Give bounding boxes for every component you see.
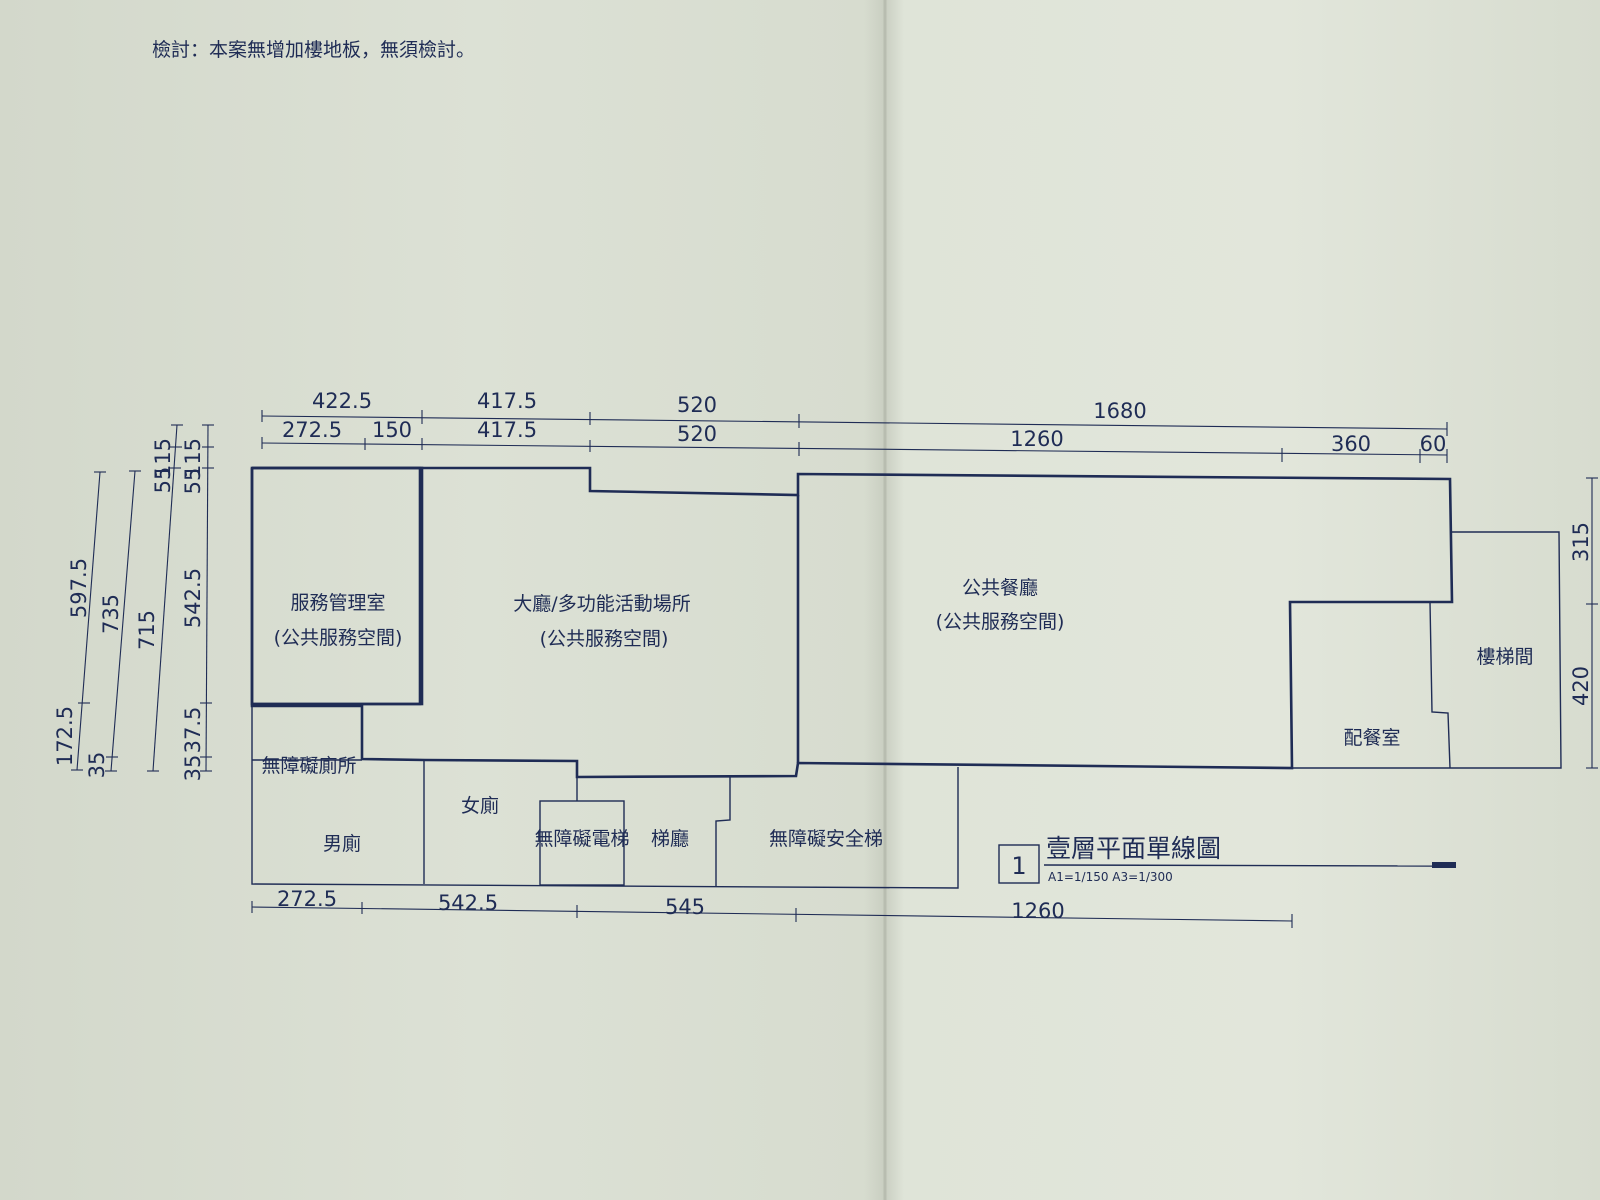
label-accessible-toilet: 無障礙廁所 — [261, 754, 356, 777]
drawing-number: 1 — [1011, 852, 1026, 880]
elevator-shaft — [539, 800, 625, 886]
label-mens-toilet: 男廁 — [323, 832, 361, 855]
dim-bottom-1: 272.5 — [277, 887, 337, 911]
label-accessible-safe-stair: 無障礙安全梯 — [769, 828, 883, 850]
dim-inner-1: 272.5 — [282, 418, 342, 442]
stairs-pantry-outline — [1292, 531, 1562, 769]
dim-left-9: 37.5 — [181, 707, 205, 754]
dim-left-10: 115 — [181, 438, 205, 478]
dim-top-1: 422.5 — [312, 389, 372, 413]
dim-bottom-2: 542.5 — [438, 891, 498, 915]
review-note: 檢討：本案無增加樓地板，無須檢討。 — [152, 39, 475, 61]
label-elevator-hall: 梯廳 — [651, 828, 689, 850]
dim-left-12: 35 — [181, 755, 205, 782]
label-public-space-1: (公共服務空間) — [274, 627, 403, 649]
label-accessible-elevator: 無障礙電梯 — [534, 828, 629, 850]
dim-right-2: 420 — [1569, 666, 1593, 706]
title-bar-end — [1432, 862, 1456, 868]
right-dimensions: 315 420 — [1569, 477, 1598, 769]
label-public-space-3: (公共服務空間) — [936, 611, 1065, 633]
drawing-scale: A1=1/150 A3=1/300 — [1048, 870, 1173, 884]
dim-inner-2: 150 — [372, 418, 412, 442]
dim-top-3: 520 — [677, 393, 717, 417]
dim-bottom-3: 545 — [665, 895, 705, 919]
dim-left-8: 542.5 — [181, 568, 205, 628]
bottom-dimensions: 272.5 542.5 545 1260 — [251, 887, 1293, 928]
dim-inner-7: 60 — [1420, 432, 1447, 456]
label-pantry: 配餐室 — [1343, 727, 1400, 749]
dim-inner-4: 520 — [677, 422, 717, 446]
label-lobby: 大廳/多功能活動場所 — [513, 593, 690, 615]
dim-left-3: 735 — [99, 594, 123, 634]
dim-top-2: 417.5 — [477, 389, 537, 413]
drawing-title: 壹層平面單線圖 — [1046, 834, 1221, 863]
service-office-outline — [250, 466, 424, 706]
dim-inner-5: 1260 — [1010, 427, 1063, 451]
dim-left-6: 115 — [151, 438, 175, 478]
label-womens-toilet: 女廁 — [461, 794, 499, 817]
dim-left-1: 597.5 — [67, 558, 91, 618]
label-public-space-2: (公共服務空間) — [540, 628, 669, 650]
dim-inner-6: 360 — [1331, 432, 1371, 456]
left-dimensions: 597.5 172.5 735 35 715 115 55 542.5 37.5… — [53, 424, 214, 782]
drawing-title-block: 1 壹層平面單線圖 A1=1/150 A3=1/300 — [998, 834, 1456, 884]
dim-inner-3: 417.5 — [477, 418, 537, 442]
dim-left-7: 55 — [151, 467, 175, 494]
dim-right-1: 315 — [1569, 522, 1593, 562]
dim-left-2: 172.5 — [53, 706, 77, 766]
dim-left-4: 35 — [85, 752, 109, 779]
label-stairs: 樓梯間 — [1476, 646, 1533, 668]
top-dimensions: 422.5 417.5 520 1680 272.5 150 417.5 520… — [261, 389, 1448, 463]
service-wing-outline — [251, 706, 959, 889]
building-outline — [250, 466, 1454, 779]
dim-left-5: 715 — [135, 610, 159, 650]
dim-left-11: 55 — [181, 468, 205, 495]
dim-bottom-4: 1260 — [1011, 899, 1064, 923]
label-service-office: 服務管理室 — [290, 592, 385, 614]
label-dining: 公共餐廳 — [962, 577, 1038, 599]
dim-top-4: 1680 — [1093, 399, 1146, 423]
